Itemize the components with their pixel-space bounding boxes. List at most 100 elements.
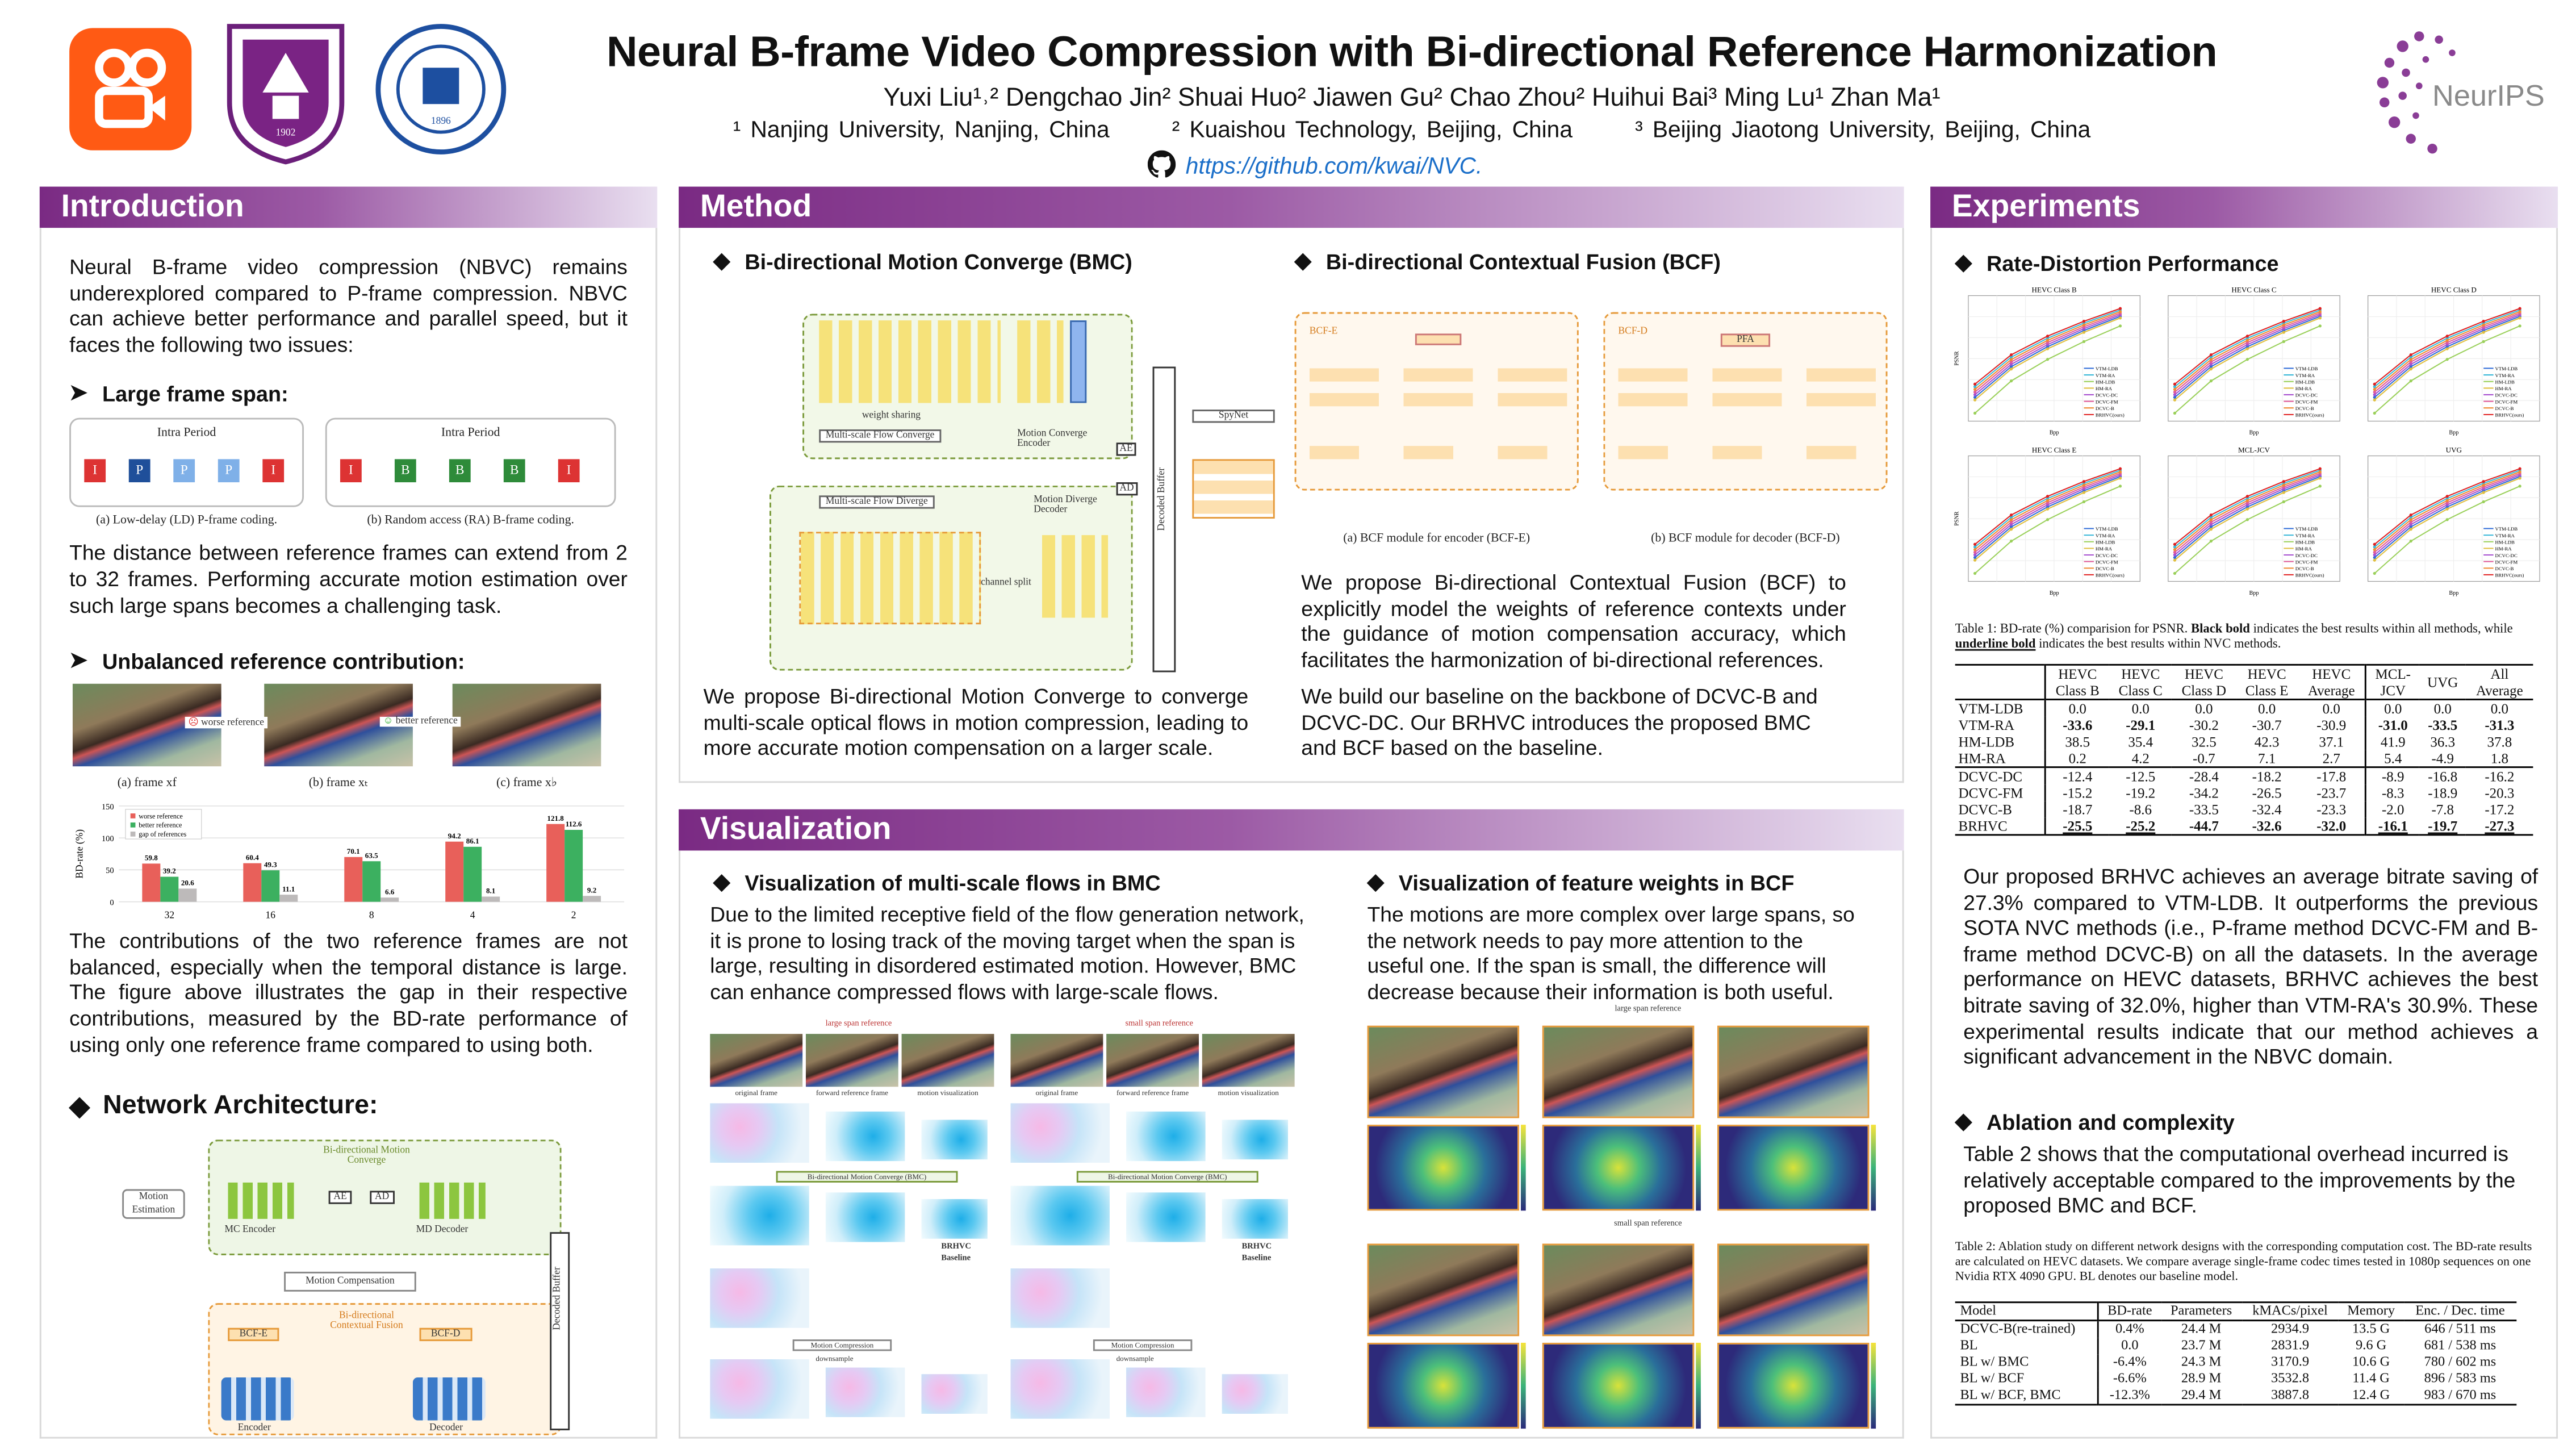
- rd-point: [2009, 520, 2013, 524]
- column-header: Enc. / Dec. time: [2415, 1303, 2505, 1318]
- metric-cell: 10.6 G: [2352, 1354, 2390, 1369]
- x-tick-label: 4: [470, 909, 475, 921]
- rd-point: [2445, 505, 2449, 508]
- metric-cell: 681 / 538 ms: [2424, 1338, 2496, 1353]
- table-row: DCVC-B-18.7-8.6-33.5-32.4-23.3-2.0-7.8-1…: [1955, 801, 2533, 818]
- rd-point: [2318, 316, 2322, 320]
- bd-rate-cell: -15.2: [2063, 784, 2093, 801]
- large-span-label: large span reference: [825, 1020, 892, 1029]
- rd-point: [2482, 340, 2485, 343]
- legend-label: BRHVC(ours): [2096, 412, 2125, 418]
- flow-image: [1222, 1199, 1289, 1239]
- bd-rate-cell: 42.3: [2254, 733, 2280, 750]
- legend-label: DCVC-FM: [2295, 399, 2318, 404]
- rd-point: [1973, 571, 1977, 575]
- metric-cell: 3532.8: [2271, 1371, 2310, 1386]
- rd-point: [2209, 528, 2213, 531]
- diamond-bullet-icon: ◆: [713, 248, 730, 273]
- bd-rate-cell: 32.5: [2191, 733, 2217, 750]
- bd-rate-cell: -19.7: [2428, 817, 2458, 834]
- rd-point: [2046, 499, 2050, 502]
- rd-plot: UVGBppVTM-LDBVTM-RAHM-LDBHM-RADCVC-DCDCV…: [2368, 446, 2540, 596]
- rd-point: [2118, 470, 2122, 474]
- bmc-bar-label: Bi-directional Motion Converge (BMC): [1076, 1171, 1258, 1183]
- metric-cell: 23.7 M: [2181, 1338, 2222, 1353]
- rd-point: [2409, 358, 2412, 361]
- rd-point: [2118, 477, 2122, 480]
- legend-label: HM-LDB: [2495, 540, 2515, 545]
- diverge-resblocks: [1042, 535, 1109, 618]
- rd-point: [1973, 556, 1977, 559]
- rd-point: [2445, 495, 2449, 498]
- bd-rate-cell: 0.0: [2068, 700, 2086, 717]
- x-axis-label: Bpp: [2050, 590, 2059, 596]
- bd-rate-cell: -32.4: [2252, 801, 2282, 818]
- rd-point: [2009, 360, 2013, 364]
- rd-point: [2046, 501, 2050, 504]
- legend-label: HM-LDB: [2295, 540, 2315, 545]
- rd-point: [2009, 523, 2013, 526]
- metric-cell: 3170.9: [2271, 1354, 2310, 1369]
- colorbar: [1871, 1342, 1876, 1429]
- metric-cell: 0.4%: [2115, 1321, 2144, 1337]
- legend-label: DCVC-B: [2495, 566, 2514, 571]
- heading-text: Bi-directional Contextual Fusion (BCF): [1325, 248, 1721, 274]
- heading-text: Visualization of multi-scale flows in BM…: [745, 869, 1161, 895]
- rd-point: [2282, 323, 2285, 327]
- github-url[interactable]: https://github.com/kwai/NVC.: [1185, 151, 1483, 178]
- table2-caption: Table 2: Ablation study on different net…: [1955, 1238, 2532, 1284]
- bd-rate-cell: -8.9: [2381, 768, 2404, 785]
- legend-label: VTM-LDB: [2295, 366, 2318, 371]
- legend-label: BRHVC(ours): [2295, 573, 2324, 578]
- rd-point: [2445, 499, 2449, 502]
- bar-worse-reference: [142, 863, 161, 903]
- frame-b-box: B: [503, 460, 525, 483]
- metric-cell: 983 / 670 ms: [2424, 1387, 2496, 1402]
- legend-label: HM-RA: [2096, 546, 2113, 552]
- bd-rate-cell: -20.3: [2485, 784, 2515, 801]
- metric-cell: 11.4 G: [2352, 1371, 2390, 1386]
- rd-point: [1973, 398, 1977, 402]
- flow-image: [710, 1359, 809, 1419]
- legend-label: DCVC-FM: [2096, 399, 2118, 404]
- rd-point: [2282, 319, 2285, 323]
- y-axis-label: BD-rate (%): [73, 829, 85, 879]
- bd-rate-cell: -29.1: [2126, 716, 2156, 734]
- brhvc-label: BRHVC: [1241, 1243, 1272, 1252]
- affiliations: ¹ Nanjing University, Nanjing, China ² K…: [495, 116, 2328, 143]
- rd-point: [2409, 513, 2412, 517]
- bd-rate-cell: -34.2: [2189, 784, 2219, 801]
- bcf-d-diagram: BCF-D PFA: [1603, 312, 1888, 491]
- intra-period-label: Intra Period: [441, 425, 500, 440]
- mce-label: Motion Converge Encoder: [1017, 429, 1088, 449]
- colorbar: [1696, 1342, 1701, 1429]
- bd-rate-cell: -16.2: [2485, 768, 2515, 785]
- legend-label: BRHVC(ours): [2295, 412, 2324, 418]
- bmc-diagram: weight sharing Multi-scale Flow Converge…: [704, 284, 1199, 673]
- rd-point: [2173, 548, 2177, 552]
- legend-label: VTM-RA: [2495, 533, 2515, 538]
- rd-point: [2445, 347, 2449, 350]
- flow-image: [1222, 1120, 1289, 1160]
- github-link[interactable]: https://github.com/kwai/NVC.: [1147, 150, 1483, 178]
- weight-heatmap: [1717, 1125, 1870, 1211]
- experiments-section: ◆Rate-Distortion Performance HEVC Class …: [1930, 228, 2558, 1439]
- bcf-description-2: We build our baseline on the backbone of…: [1301, 683, 1818, 761]
- spynet-block: SpyNet: [1192, 410, 1275, 423]
- legend-label: VTM-LDB: [2096, 526, 2118, 532]
- bd-rate-cell: -33.6: [2063, 716, 2093, 734]
- video-frame-image: [805, 1034, 898, 1087]
- rd-point: [2082, 483, 2086, 487]
- converge-resblocks: [1017, 320, 1064, 403]
- rd-point: [2482, 319, 2485, 323]
- rd-point: [2518, 307, 2521, 310]
- bd-rate-cell: -2.0: [2381, 801, 2404, 818]
- legend-label: DCVC-B: [2096, 566, 2114, 571]
- legend-label: DCVC-FM: [2495, 559, 2518, 565]
- bd-rate-cell: 2.7: [2298, 750, 2367, 767]
- rd-point: [2046, 358, 2050, 361]
